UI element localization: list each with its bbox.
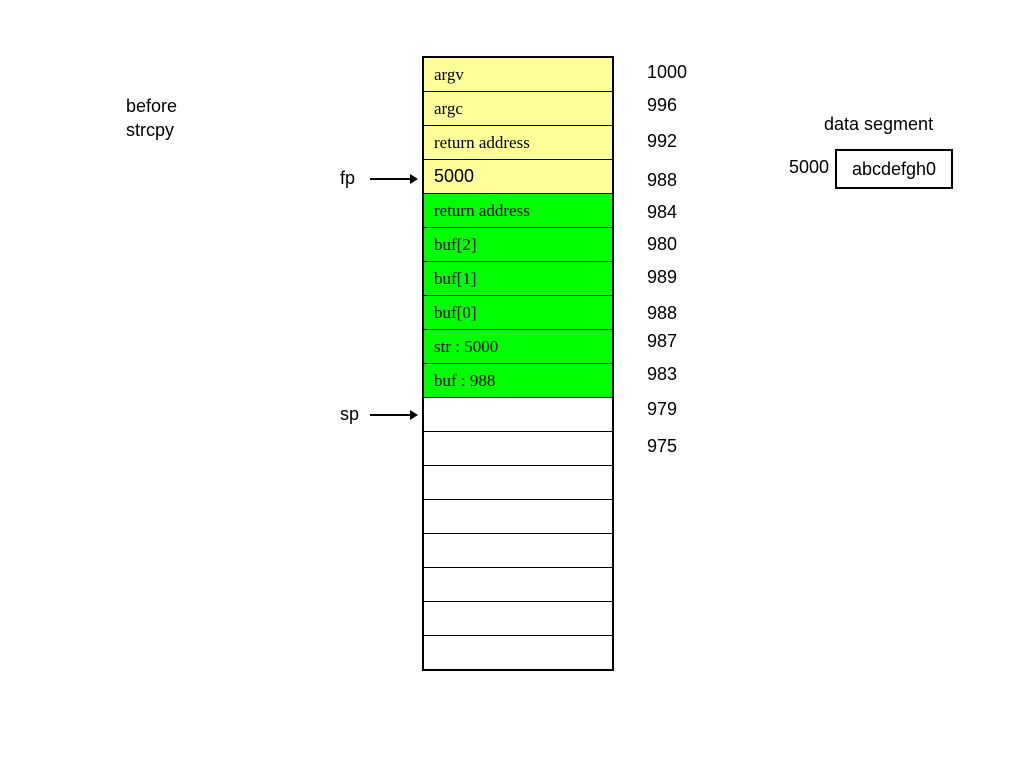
stack-cell: str : 5000: [424, 330, 612, 364]
stack-cell: [424, 602, 612, 636]
data-segment-value: abcdefgh0: [851, 158, 937, 179]
stack-cell: argc: [424, 92, 612, 126]
address-label: 1000: [647, 62, 688, 82]
stack-cell: [424, 432, 612, 466]
address-label: 980: [647, 234, 678, 254]
annotation-line-2: strcpy: [126, 120, 175, 140]
stack-cell: return address: [424, 126, 612, 160]
stack-pointer: sp: [340, 404, 418, 425]
address-label: 988: [647, 170, 678, 190]
stack-cell: buf : 988: [424, 364, 612, 398]
address-label: 987: [647, 331, 678, 351]
address-label: 983: [647, 364, 678, 384]
stack-cell-label: buf[0]: [434, 302, 477, 322]
fp-arrow-icon: [370, 173, 418, 184]
stack-frame: argv argc return address 5000 return address…: [422, 56, 614, 671]
address-label: 975: [647, 436, 678, 456]
stack-cell-label: str : 5000: [434, 336, 499, 356]
address-label: 979: [647, 399, 678, 419]
stack-cell-label: 5000: [434, 166, 475, 186]
stack-cell-label: return address: [434, 132, 530, 152]
stack-cell: return address: [424, 194, 612, 228]
stack-cell-label: buf[1]: [434, 268, 477, 288]
address-label: 984: [647, 202, 678, 222]
data-segment-box: abcdefgh0: [835, 149, 953, 189]
stack-cell-label: return address: [434, 200, 530, 220]
address-label: 992: [647, 131, 678, 151]
address-label: 996: [647, 95, 678, 115]
address-label: 989: [647, 267, 678, 287]
stack-cell-label: argv: [434, 64, 464, 84]
stack-cell: [424, 534, 612, 568]
stack-cell: 5000: [424, 160, 612, 194]
fp-label: fp: [340, 168, 356, 188]
stack-cell: [424, 568, 612, 602]
stack-cell: buf[0]: [424, 296, 612, 330]
stack-cell-label: buf[2]: [434, 234, 477, 254]
data-segment-title: data segment: [824, 114, 934, 134]
stack-cell-label: argc: [434, 98, 463, 118]
stack-cell: buf[1]: [424, 262, 612, 296]
sp-arrow-icon: [370, 409, 418, 420]
stack-cell: [424, 636, 612, 669]
annotation-line-1: before: [126, 96, 178, 116]
sp-label: sp: [340, 404, 360, 424]
frame-pointer: fp: [340, 168, 418, 189]
stack-cell-label: buf : 988: [434, 370, 496, 390]
stack-cell: buf[2]: [424, 228, 612, 262]
data-segment-address: 5000: [789, 157, 830, 177]
annotation-before-strcpy: before strcpy: [126, 94, 177, 142]
stack-cell: [424, 398, 612, 432]
stack-cell: argv: [424, 58, 612, 92]
stack-cell: [424, 500, 612, 534]
stack-cell: [424, 466, 612, 500]
address-label: 988: [647, 303, 678, 323]
